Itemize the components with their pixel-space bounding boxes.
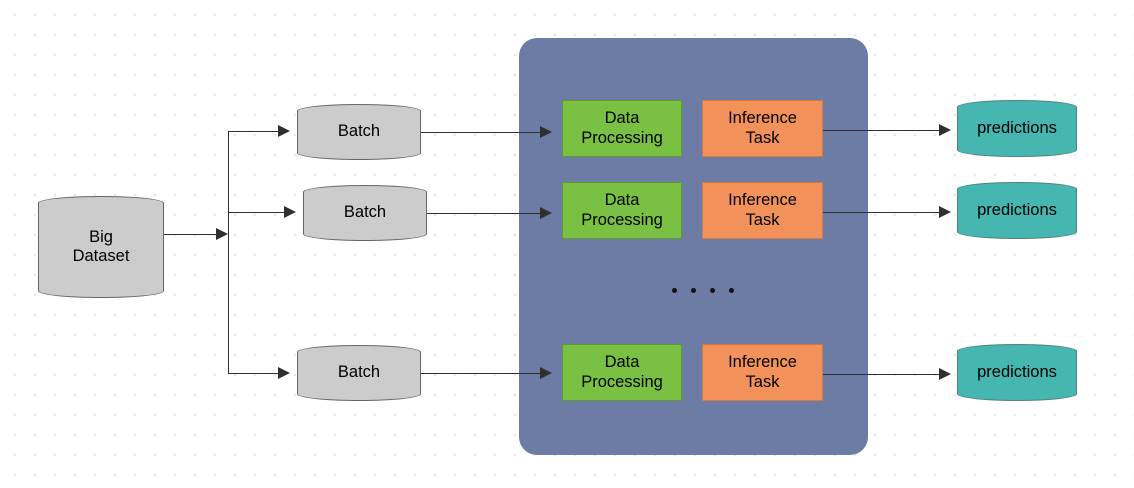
data-processing-label-1: Data Processing: [581, 109, 663, 147]
connector-inference-2-to-predictions-2: [823, 212, 942, 213]
ellipsis-dot: [672, 288, 677, 293]
predictions-cylinder-1[interactable]: predictions: [957, 100, 1077, 157]
connector-inference-1-to-predictions-1: [823, 130, 942, 131]
ellipsis-dots: [672, 288, 734, 293]
connector-batch-3-to-processing-3: [421, 373, 543, 374]
predictions-label-1: predictions: [977, 118, 1057, 137]
arrowhead-trunk-to-batch-2: [284, 205, 296, 218]
arrowhead-inference-2-to-predictions-2: [939, 205, 951, 218]
connector-batch-2-to-processing-2: [427, 213, 543, 214]
connector-inference-3-to-predictions-3: [823, 374, 942, 375]
cylinder-body: [957, 189, 1077, 232]
arrowhead-trunk-to-batch-3: [278, 366, 290, 379]
big-dataset-label: Big Dataset: [72, 227, 130, 265]
inference-task-box-1[interactable]: Inference Task: [702, 100, 823, 157]
arrowhead-trunk-to-batch-1: [278, 124, 290, 137]
connector-trunk-to-batch-2: [228, 212, 287, 213]
connector-dataset-to-trunk: [164, 234, 220, 235]
connector-trunk-to-batch-3: [228, 373, 281, 374]
inference-task-label-3: Inference Task: [728, 353, 797, 391]
arrowhead-inference-1-to-predictions-1: [939, 123, 951, 136]
cylinder-body: [957, 107, 1077, 150]
connector-batch-1-to-processing-1: [421, 132, 543, 133]
data-processing-box-1[interactable]: Data Processing: [562, 100, 682, 157]
predictions-label-2: predictions: [977, 200, 1057, 219]
inference-task-label-1: Inference Task: [728, 109, 797, 147]
arrowhead-inference-3-to-predictions-3: [939, 367, 951, 380]
batch-label-2: Batch: [343, 203, 387, 222]
data-processing-label-3: Data Processing: [581, 353, 663, 391]
arrowhead-batch-1-to-processing-1: [540, 125, 552, 138]
predictions-label-3: predictions: [977, 362, 1057, 381]
connector-trunk-to-batch-1: [228, 131, 281, 132]
batch-label-1: Batch: [337, 122, 381, 141]
data-processing-box-2[interactable]: Data Processing: [562, 182, 682, 239]
batch-cylinder-2[interactable]: Batch: [303, 185, 427, 241]
cylinder-body: [297, 352, 421, 394]
ellipsis-dot: [729, 288, 734, 293]
arrowhead-batch-2-to-processing-2: [540, 206, 552, 219]
inference-task-box-2[interactable]: Inference Task: [702, 182, 823, 239]
ellipsis-dot: [710, 288, 715, 293]
cylinder-body: [38, 203, 164, 291]
connector-split-trunk: [228, 131, 229, 373]
predictions-cylinder-3[interactable]: predictions: [957, 344, 1077, 401]
cylinder-body: [303, 192, 427, 234]
data-processing-label-2: Data Processing: [581, 191, 663, 229]
batch-cylinder-1[interactable]: Batch: [297, 104, 421, 160]
cylinder-body: [297, 111, 421, 153]
predictions-cylinder-2[interactable]: predictions: [957, 182, 1077, 239]
big-dataset-cylinder[interactable]: Big Dataset: [38, 196, 164, 298]
data-processing-box-3[interactable]: Data Processing: [562, 344, 682, 401]
batch-label-3: Batch: [337, 363, 381, 382]
batch-cylinder-3[interactable]: Batch: [297, 345, 421, 401]
inference-task-label-2: Inference Task: [728, 191, 797, 229]
arrowhead-batch-3-to-processing-3: [540, 366, 552, 379]
inference-task-box-3[interactable]: Inference Task: [702, 344, 823, 401]
ellipsis-dot: [691, 288, 696, 293]
arrowhead-dataset-to-trunk: [216, 227, 228, 240]
cylinder-body: [957, 351, 1077, 394]
